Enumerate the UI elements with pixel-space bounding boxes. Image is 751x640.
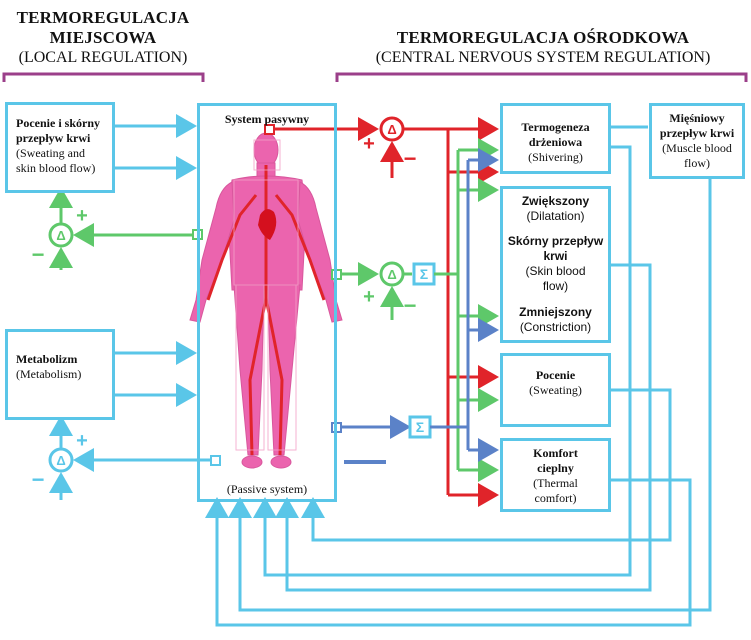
box-label-en: flow)	[542, 279, 569, 293]
passive-system-caption: (Passive system)	[226, 482, 308, 496]
box-sweating-central: Pocenie (Sweating)	[500, 353, 611, 427]
minus-sign: −	[32, 242, 45, 267]
box-label-en: skin blood flow)	[16, 161, 96, 175]
box-label: krwi	[543, 249, 568, 263]
delta-label: Δ	[387, 267, 396, 282]
delta-label: Δ	[387, 122, 396, 137]
box-muscle-blood-flow: Mięśniowy przepływ krwi (Muscle blood fl…	[649, 103, 745, 179]
box-label-en: comfort)	[534, 491, 577, 505]
delta-label: Δ	[56, 228, 65, 243]
box-thermal-comfort: Komfort cieplny (Thermal comfort)	[500, 438, 611, 512]
box-label-en: (Muscle blood	[662, 141, 732, 155]
box-shivering: Termogeneza drżeniowa (Shivering)	[500, 103, 611, 174]
box-label: Zmniejszony	[519, 305, 592, 319]
box-label-en: (Thermal	[533, 476, 578, 490]
minus-sign: −	[32, 467, 45, 492]
delta-label: Δ	[56, 453, 65, 468]
box-label: Zwiększony	[521, 194, 590, 208]
minus-sign: −	[404, 293, 417, 318]
central-bracket	[335, 72, 748, 82]
local-bracket	[2, 72, 205, 82]
local-header-line1: TERMOREGULACJA	[16, 8, 190, 27]
delta-node-left-bottom	[48, 447, 74, 473]
box-label: Pocenie i skórny	[16, 116, 100, 130]
local-header-subtitle: (LOCAL REGULATION)	[18, 49, 188, 66]
box-label-en: (Sweating and	[16, 146, 85, 160]
box-label-en: (Skin blood	[525, 264, 586, 278]
minus-sign: −	[404, 146, 417, 171]
box-label: Termogeneza	[521, 120, 590, 134]
box-label: Pocenie	[535, 368, 576, 382]
local-header-line2: MIEJSCOWA	[49, 28, 157, 47]
central-header-subtitle: (CENTRAL NERVOUS SYSTEM REGULATION)	[375, 49, 711, 66]
box-label-en: (Dilatation)	[526, 209, 585, 223]
box-sweating-skin-blood-flow-local: Pocenie i skórny przepływ krwi (Sweating…	[5, 102, 115, 193]
plus-sign: +	[363, 286, 375, 308]
sigma-label: Σ	[416, 419, 424, 435]
box-label: Skórny przepływ	[507, 234, 604, 248]
box-metabolism: Metabolizm (Metabolism)	[5, 329, 115, 420]
box-label: Metabolizm	[16, 352, 78, 366]
human-body-figure	[189, 132, 343, 469]
box-label: przepływ krwi	[659, 126, 735, 140]
box-label-en: flow)	[684, 156, 710, 170]
central-regulation-header: TERMOREGULACJA OŚRODKOWA (CENTRAL NERVOU…	[335, 28, 751, 68]
box-passive-system: System pasywny (Passive system)	[197, 103, 337, 502]
local-regulation-header: TERMOREGULACJA MIEJSCOWA (LOCAL REGULATI…	[0, 8, 206, 68]
box-label: drżeniowa	[528, 135, 583, 149]
delta-node-left-top	[48, 222, 74, 248]
central-header-title: TERMOREGULACJA OŚRODKOWA	[396, 28, 690, 47]
box-label-en: (Constriction)	[519, 320, 592, 334]
box-label-en: (Metabolism)	[16, 367, 82, 381]
plus-sign: +	[363, 133, 375, 155]
box-label: Komfort	[533, 446, 578, 460]
box-label-en: (Shivering)	[528, 150, 583, 164]
box-label: cieplny	[537, 461, 574, 475]
sigma-label: Σ	[420, 266, 428, 282]
box-label-en: (Sweating)	[529, 383, 582, 397]
box-skin-blood-flow: Zwiększony (Dilatation) Skórny przepływ …	[500, 186, 611, 343]
plus-sign: +	[76, 205, 88, 227]
box-label: Mięśniowy	[669, 111, 725, 125]
plus-sign: +	[76, 430, 88, 452]
passive-system-title: System pasywny	[224, 112, 310, 126]
box-label: przepływ krwi	[16, 131, 91, 145]
